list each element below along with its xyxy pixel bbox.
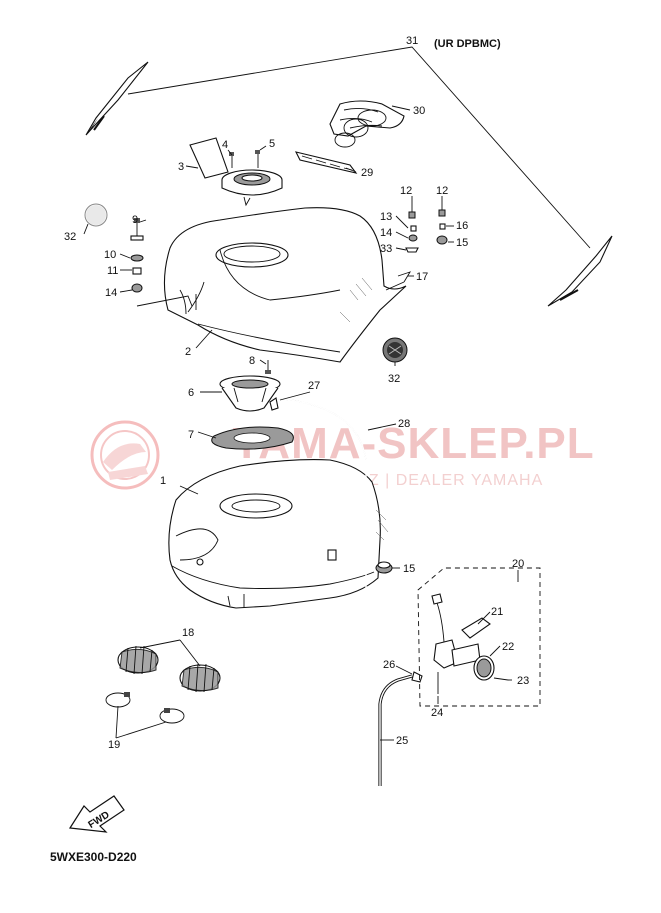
callout-32a: 32 bbox=[64, 231, 76, 243]
callout-30: 30 bbox=[413, 105, 425, 117]
fuel-cock-assembly bbox=[417, 567, 541, 707]
right-hardware-stack bbox=[385, 198, 448, 291]
drawing-code: 5WXE300-D220 bbox=[50, 850, 137, 864]
callout-24: 24 bbox=[431, 707, 443, 719]
callout-5: 5 bbox=[269, 138, 275, 150]
callout-25: 25 bbox=[396, 735, 408, 747]
callout-10: 10 bbox=[104, 249, 116, 261]
callout-12b: 12 bbox=[436, 185, 448, 197]
callout-27: 27 bbox=[308, 380, 320, 392]
callout-23: 23 bbox=[517, 675, 529, 687]
callout-22: 22 bbox=[502, 641, 514, 653]
fuel-hose bbox=[378, 671, 423, 786]
stripe-decal-left bbox=[85, 61, 149, 136]
breather-hose bbox=[269, 397, 367, 740]
callout-2: 2 bbox=[185, 346, 191, 358]
callout-15a: 15 bbox=[456, 237, 468, 249]
callout-16: 16 bbox=[456, 220, 468, 232]
joint-left bbox=[117, 645, 159, 675]
stripe-decal-right bbox=[547, 235, 613, 307]
callout-13: 13 bbox=[380, 211, 392, 223]
filler-neck-ring bbox=[219, 360, 281, 412]
callout-3: 3 bbox=[178, 161, 184, 173]
callout-14a: 14 bbox=[380, 227, 392, 239]
fuel-cap-assembly bbox=[189, 137, 283, 207]
callout-6: 6 bbox=[188, 387, 194, 399]
emblem-decals bbox=[294, 100, 405, 174]
emblem-decal-29 bbox=[294, 151, 358, 174]
cap-gasket-3 bbox=[189, 137, 229, 179]
callout-29: 29 bbox=[361, 167, 373, 179]
callout-8: 8 bbox=[249, 355, 255, 367]
callout-18: 18 bbox=[182, 627, 194, 639]
callout-11: 11 bbox=[107, 265, 118, 277]
filler-gasket bbox=[211, 426, 294, 450]
fwd-arrow-icon: FWD bbox=[68, 795, 125, 833]
callout-32b: 32 bbox=[388, 373, 400, 385]
callout-33: 33 bbox=[380, 243, 392, 255]
callout-20: 20 bbox=[512, 558, 524, 570]
callout-21: 21 bbox=[491, 606, 503, 618]
callout-7: 7 bbox=[188, 429, 194, 441]
part-32-emblem bbox=[382, 337, 408, 363]
callout-15b: 15 bbox=[403, 563, 415, 575]
variant-note: (UR DPBMC) bbox=[434, 38, 501, 50]
fuel-tank bbox=[168, 459, 389, 609]
callout-12a: 12 bbox=[400, 185, 412, 197]
damper-15 bbox=[375, 561, 393, 574]
callout-26: 26 bbox=[383, 659, 395, 671]
callout-14b: 14 bbox=[105, 287, 117, 299]
intake-joints bbox=[105, 645, 221, 724]
callout-1: 1 bbox=[160, 475, 166, 487]
callouts: 1 2 3 4 5 6 7 8 9 10 11 12 12 13 14 14 1… bbox=[64, 35, 529, 751]
watermark-logo bbox=[90, 420, 160, 490]
callout-31: 31 bbox=[406, 35, 418, 47]
clamp-left bbox=[105, 692, 131, 708]
callout-17: 17 bbox=[416, 271, 428, 283]
tank-cover bbox=[163, 207, 407, 363]
left-hardware-stack bbox=[130, 218, 193, 307]
callout-19: 19 bbox=[108, 739, 120, 751]
callout-4: 4 bbox=[222, 139, 228, 151]
leader-lines bbox=[83, 105, 519, 741]
callout-9: 9 bbox=[132, 214, 138, 226]
callout-28: 28 bbox=[398, 418, 410, 430]
emblem-decal-30 bbox=[329, 100, 405, 148]
joint-right bbox=[179, 663, 221, 693]
decal-31-group bbox=[85, 46, 613, 307]
clamp-right bbox=[159, 708, 185, 724]
